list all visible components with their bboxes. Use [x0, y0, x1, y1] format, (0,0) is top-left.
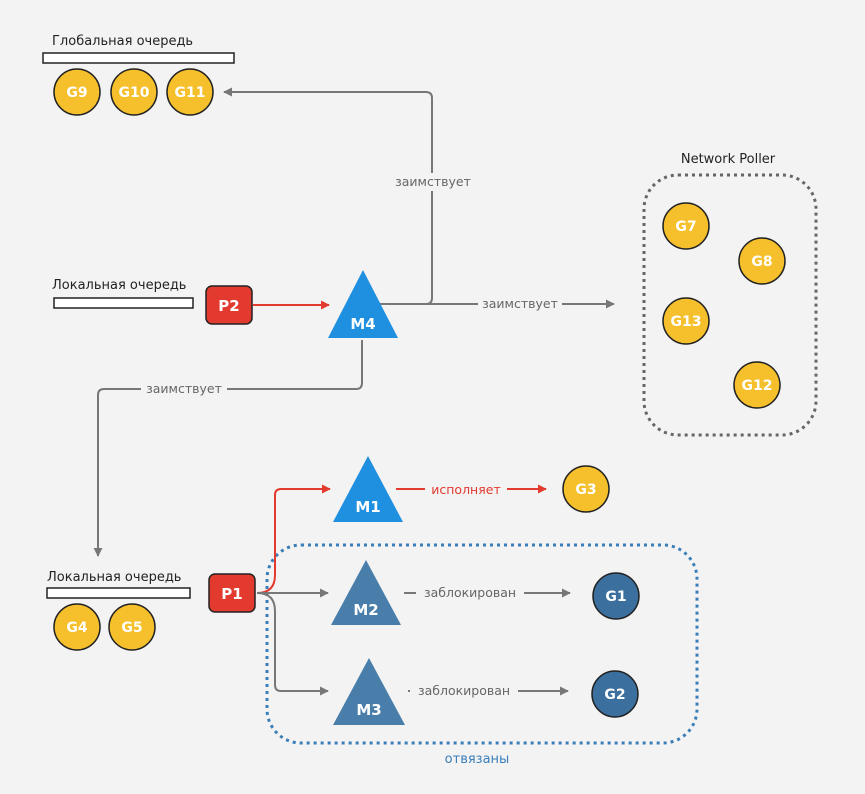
machine-m2-label: M2	[353, 601, 378, 619]
global-queue-label: Глобальная очередь	[52, 34, 193, 49]
goroutine-g4: G4	[53, 603, 101, 651]
goroutine-g10: G10	[110, 68, 158, 116]
network-poller-border	[642, 173, 818, 437]
bound-region-label: отвязаны	[445, 752, 510, 767]
p2-local-queue-label: Локальная очередь	[52, 278, 186, 293]
goroutine-g7-label: G7	[675, 219, 696, 235]
goroutine-g8-label: G8	[751, 254, 772, 270]
goroutine-g2-label: G2	[604, 687, 625, 703]
goroutine-g1-label: G1	[605, 589, 626, 605]
machine-m3-label: M3	[356, 701, 381, 719]
machine-m4-label: M4	[350, 315, 375, 333]
goroutine-g9-label: G9	[66, 85, 87, 101]
edge-m4-to-p1-local-queue	[93, 340, 363, 557]
goroutine-g3: G3	[562, 465, 610, 513]
goroutine-g12: G12	[733, 361, 781, 409]
global-queue: Глобальная очередь G9 G10 G11	[42, 34, 235, 116]
edge-label-bg	[141, 380, 227, 398]
goroutine-g5-label: G5	[121, 620, 142, 636]
global-queue-bar	[42, 52, 235, 64]
p1-local-queue-label: Локальная очередь	[47, 570, 181, 585]
goroutine-g11-label: G11	[175, 85, 206, 101]
edge-label-bg	[416, 584, 524, 602]
p1-local-queue: Локальная очередь G4 G5	[46, 570, 191, 651]
goroutine-g4-label: G4	[66, 620, 87, 636]
processor-p2: P2	[205, 285, 253, 325]
edge-m4-poller-label: заимствует	[482, 296, 558, 311]
machine-m4: M4	[328, 270, 398, 338]
machine-m1: M1	[333, 456, 403, 522]
edge-label-bg	[410, 682, 518, 700]
goroutine-g10-label: G10	[119, 85, 150, 101]
machine-m3: M3	[333, 658, 405, 725]
edge-m4-global-label: заимствует	[395, 174, 471, 189]
network-poller: Network Poller G7 G8 G13 G12	[642, 152, 818, 437]
goroutine-g9: G9	[53, 68, 101, 116]
goroutine-g2: G2	[591, 670, 639, 718]
p2-local-queue-bar	[53, 297, 194, 309]
goroutine-g13: G13	[662, 297, 710, 345]
edge-m1-g3-label: исполняет	[431, 482, 500, 497]
goroutine-g5: G5	[108, 603, 156, 651]
goroutine-g7: G7	[662, 202, 710, 250]
bound-region: отвязаны	[265, 543, 699, 767]
processor-p2-label: P2	[218, 297, 239, 315]
edge-p1-to-m1	[256, 484, 331, 594]
goroutine-g13-label: G13	[671, 314, 702, 330]
edge-label-bg	[392, 173, 474, 191]
machine-m1-label: M1	[355, 498, 380, 516]
edge-m2-g1-label: заблокирован	[424, 585, 516, 600]
edge-label-bg	[478, 295, 562, 313]
edge-label-bg	[425, 480, 507, 498]
edge-m4-local-label: заимствует	[146, 381, 222, 396]
processor-p1-label: P1	[221, 585, 242, 603]
machine-m2: M2	[331, 560, 401, 625]
processor-p1: P1	[208, 573, 256, 613]
edge-m3-g2-label: заблокирован	[418, 683, 510, 698]
goroutine-g1: G1	[592, 572, 640, 620]
bound-region-border	[265, 543, 699, 745]
edge-m4-to-global-queue	[223, 87, 433, 305]
goroutine-g8: G8	[738, 237, 786, 285]
p2-local-queue: Локальная очередь	[52, 278, 194, 309]
edge-p1-to-m3	[256, 592, 329, 696]
goroutine-g11: G11	[166, 68, 214, 116]
goroutine-g3-label: G3	[575, 482, 596, 498]
network-poller-label: Network Poller	[681, 152, 776, 167]
goroutine-g12-label: G12	[742, 378, 773, 394]
p1-local-queue-bar	[46, 587, 191, 599]
